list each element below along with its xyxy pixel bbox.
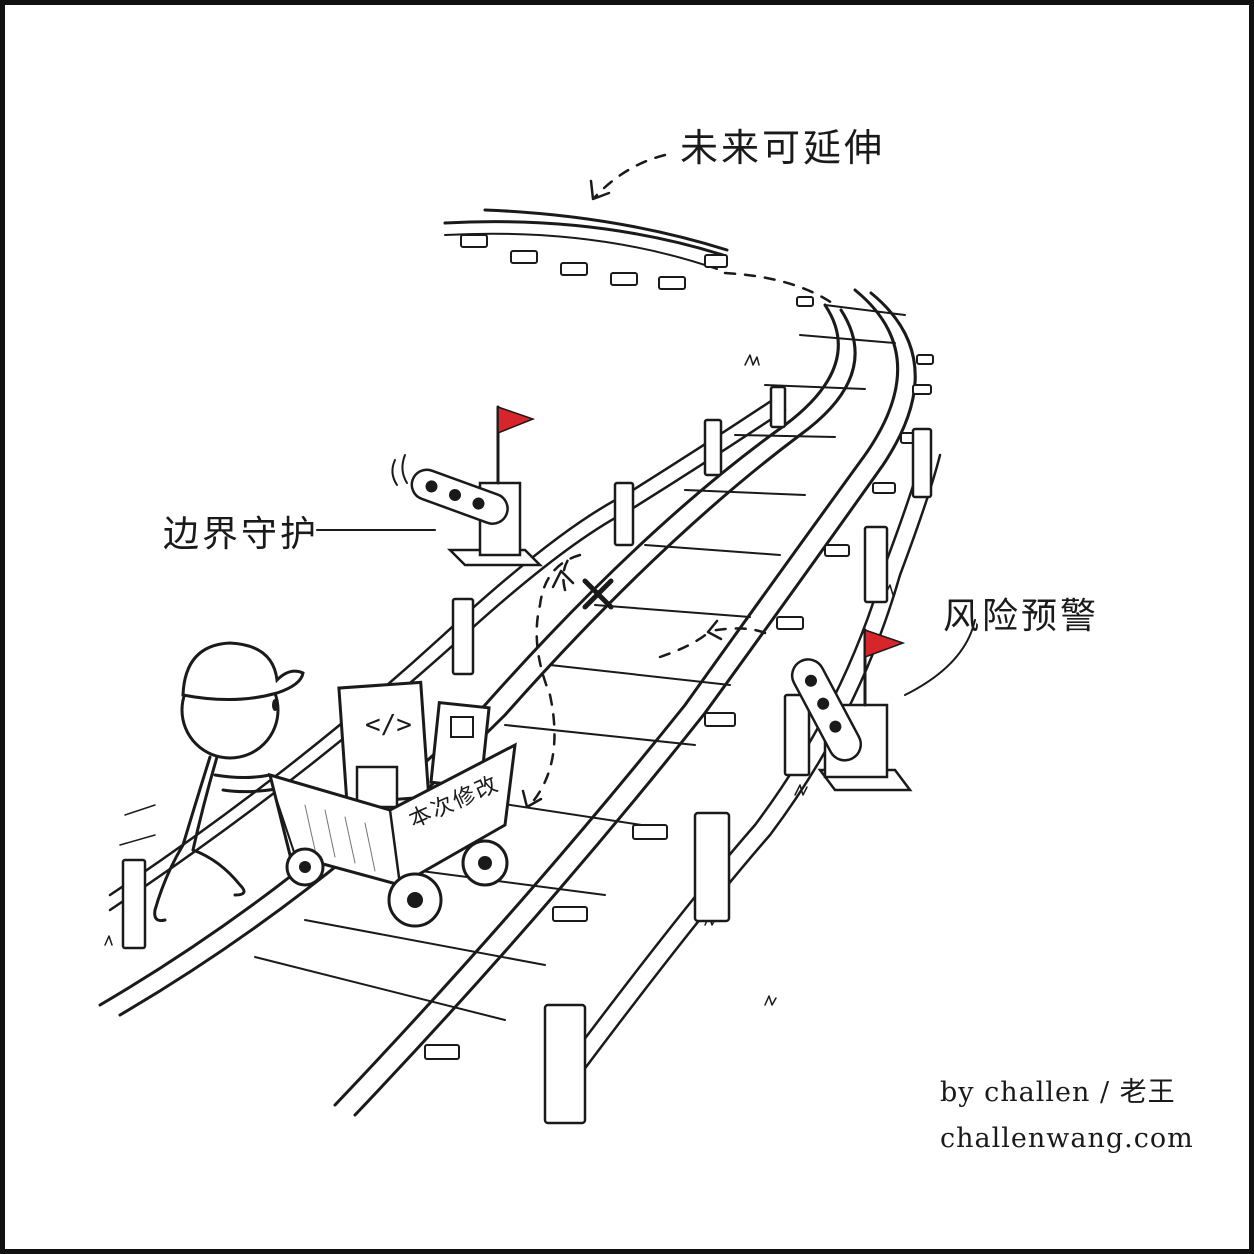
fence-post-icon bbox=[693, 811, 731, 923]
boundary-guard-label: 边界守护 bbox=[163, 514, 320, 555]
fence-post-icon bbox=[911, 427, 933, 499]
code-symbol-label: </> bbox=[365, 710, 412, 740]
fence-post-icon bbox=[783, 693, 811, 777]
cross-mark-icon bbox=[582, 578, 614, 610]
boundary-signal bbox=[316, 405, 544, 567]
fence-post-icon bbox=[543, 1003, 587, 1125]
railway-scene bbox=[98, 153, 976, 1125]
worker-icon bbox=[119, 641, 305, 922]
future-extension-label: 未来可延伸 bbox=[680, 126, 886, 170]
fence-post-icon bbox=[863, 525, 889, 604]
author-credit: by challen / 老王 bbox=[940, 1077, 1176, 1108]
signal-flag-icon bbox=[864, 628, 906, 659]
risk-warning-label: 风险预警 bbox=[943, 596, 1100, 637]
risk-signal bbox=[790, 619, 976, 792]
mine-cart-icon bbox=[267, 680, 517, 928]
fence-post-icon bbox=[769, 385, 787, 429]
right-fence bbox=[543, 427, 942, 1125]
fence-post-icon bbox=[121, 858, 147, 950]
fence-post-icon bbox=[451, 597, 475, 676]
site-credit: challenwang.com bbox=[940, 1123, 1194, 1154]
fence-post-icon bbox=[703, 418, 723, 477]
future-track-segment bbox=[443, 208, 729, 290]
fence-post-icon bbox=[613, 481, 635, 547]
signal-flag-icon bbox=[497, 405, 536, 435]
